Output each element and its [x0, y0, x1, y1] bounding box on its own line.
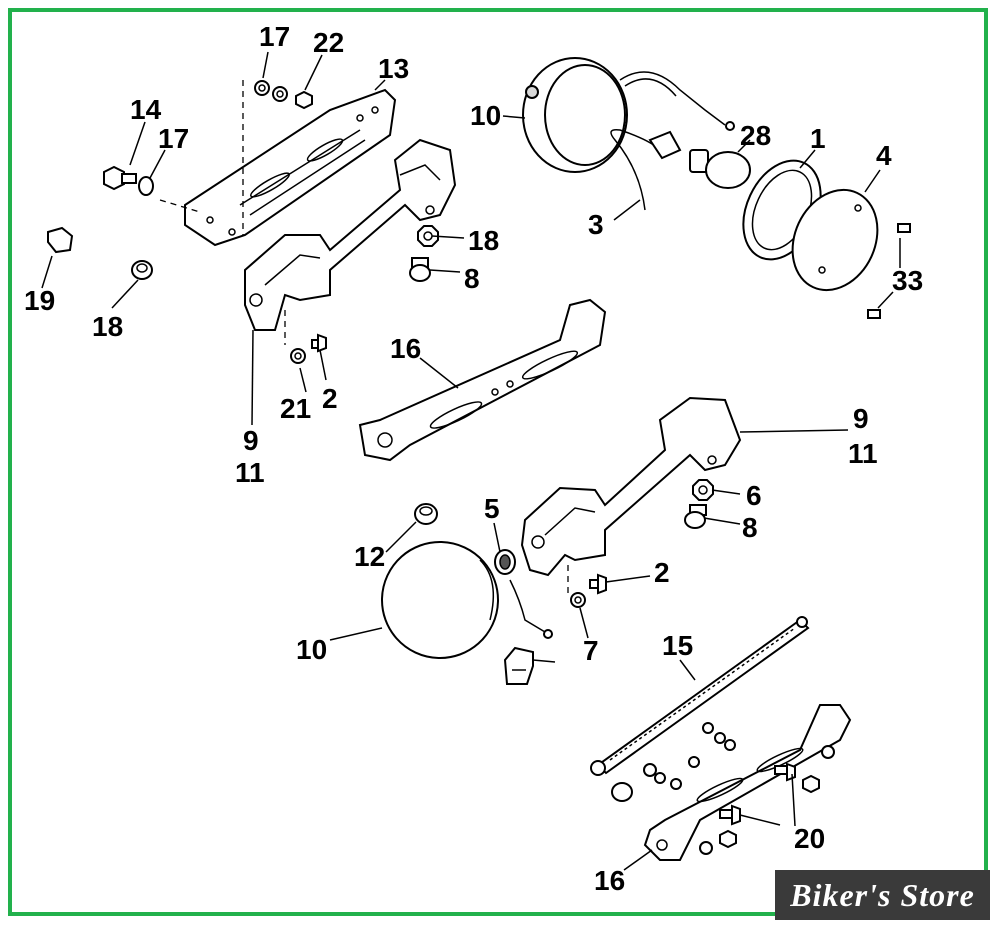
bracket-16-bottom: [643, 704, 852, 861]
arm-9-11-upper: [244, 138, 457, 331]
lamp-10-bottom: [381, 541, 553, 659]
label-14: 14: [130, 94, 162, 125]
strap-15: [590, 616, 810, 776]
label-3: 3: [588, 209, 604, 240]
label-22: 22: [313, 27, 344, 58]
watermark-text: Biker's Store: [790, 876, 975, 913]
label-11-upper: 11: [235, 457, 265, 488]
clip-19: [47, 226, 74, 254]
nut-6: [692, 479, 714, 501]
arm-9-11-lower: [520, 396, 742, 577]
label-7: 7: [583, 635, 599, 666]
label-20: 20: [794, 823, 825, 854]
label-5: 5: [484, 493, 500, 524]
label-8-lower: 8: [742, 512, 758, 543]
label-2-lower: 2: [654, 557, 670, 588]
bracket-13: [184, 88, 397, 247]
bolt-14: [103, 165, 154, 196]
ring-5: [494, 549, 516, 575]
nut-17-top: [254, 80, 313, 110]
bolt-8-upper: [409, 257, 431, 282]
store-watermark: Biker's Store: [775, 870, 990, 920]
label-10-top: 10: [470, 100, 501, 131]
bracket-16-middle: [358, 298, 607, 462]
label-33: 33: [892, 265, 923, 296]
label-1: 1: [810, 123, 826, 154]
nut-18-left: [131, 260, 153, 280]
lamp-10-top: [522, 57, 735, 173]
label-21: 21: [280, 393, 311, 424]
bolt-8-lower: [684, 504, 707, 529]
bolt-2-lower: [589, 573, 607, 595]
bolts-20: [699, 745, 835, 855]
grommet-12: [414, 503, 438, 525]
label-2-upper: 2: [322, 383, 338, 414]
label-19: 19: [24, 285, 55, 316]
label-4: 4: [876, 140, 892, 171]
label-17-top: 17: [259, 21, 290, 52]
bulb-28: [689, 149, 751, 189]
label-10-bottom: 10: [296, 634, 327, 665]
label-15: 15: [662, 630, 693, 661]
connector-terminal: [503, 646, 534, 685]
label-17-left: 17: [158, 123, 189, 154]
label-28: 28: [740, 120, 771, 151]
lens-4: [791, 188, 879, 292]
leader-lines: [41, 51, 901, 871]
nut-7: [570, 592, 586, 608]
label-16-middle: 16: [390, 333, 421, 364]
label-6: 6: [746, 480, 762, 511]
label-13: 13: [378, 53, 409, 84]
label-9-upper: 9: [243, 425, 259, 456]
wire-3: [610, 128, 682, 211]
label-9-lower: 9: [853, 403, 869, 434]
bolt-2-upper: [311, 333, 327, 353]
nut-21: [290, 348, 306, 364]
diagram-border: [8, 8, 988, 916]
label-8-upper: 8: [464, 263, 480, 294]
dash-line-14: [159, 199, 201, 213]
screws-33: [867, 223, 911, 319]
label-16-bottom: 16: [594, 865, 625, 896]
label-18-left: 18: [92, 311, 123, 342]
label-11-lower: 11: [848, 438, 878, 469]
strap-hardware: [611, 722, 736, 802]
label-12: 12: [354, 541, 385, 572]
label-18-upper: 18: [468, 225, 499, 256]
part-labels: 17 22 13 14 17 10 28 1 4 3 18 8 33 19 18…: [24, 21, 923, 896]
